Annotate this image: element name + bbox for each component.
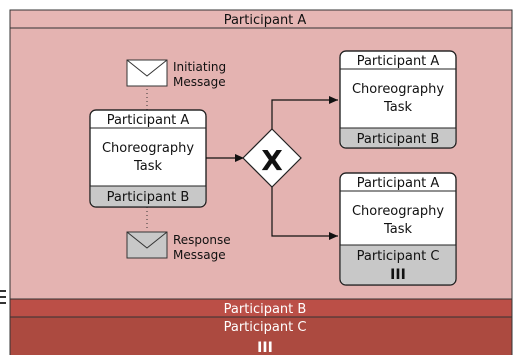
task-upper-top-participant: Participant A (357, 54, 440, 69)
pool-top-band (9, 9, 513, 29)
pool-band-participant-c-label: Participant C (224, 320, 307, 335)
envelope-icon (126, 59, 168, 87)
task-main-bottom-participant: Participant B (107, 190, 190, 205)
task-lower-multi-instance-marker: III (390, 267, 406, 283)
pool-left-edge-marks (0, 290, 6, 304)
pool-top-band-label: Participant A (224, 13, 307, 28)
sequence-flow-to-upper-task (271, 96, 338, 129)
initiating-message-label-line2: Message (173, 75, 226, 89)
task-main-top-participant: Participant A (107, 113, 190, 128)
pool-band-participant-c (9, 316, 513, 355)
sequence-flow-to-lower-task (271, 187, 338, 240)
gateway-symbol: X (261, 144, 283, 177)
task-main-name-line1: Choreography (102, 141, 194, 156)
choreography-task-lower[interactable]: Participant A Choreography Task Particip… (339, 172, 457, 286)
task-lower-name-line1: Choreography (352, 204, 444, 219)
task-lower-top-participant: Participant A (357, 176, 440, 191)
choreography-task-main[interactable]: Participant A Choreography Task Particip… (89, 109, 207, 208)
pool-band-participant-c-marker: III (257, 340, 273, 355)
response-message-label-line2: Message (173, 248, 226, 262)
task-upper-name-line2: Task (383, 100, 413, 115)
task-lower-name-line2: Task (383, 222, 413, 237)
initiating-message-label-line1: Initiating (173, 60, 226, 74)
choreography-task-upper[interactable]: Participant A Choreography Task Particip… (339, 50, 457, 149)
response-message-label-line1: Response (173, 233, 231, 247)
pool-band-participant-b-label: Participant B (224, 302, 307, 317)
envelope-icon (126, 231, 168, 259)
task-upper-bottom-participant: Participant B (357, 132, 440, 147)
task-upper-name-line1: Choreography (352, 82, 444, 97)
task-main-name-line2: Task (133, 159, 163, 174)
task-lower-bottom-participant: Participant C (357, 249, 440, 264)
